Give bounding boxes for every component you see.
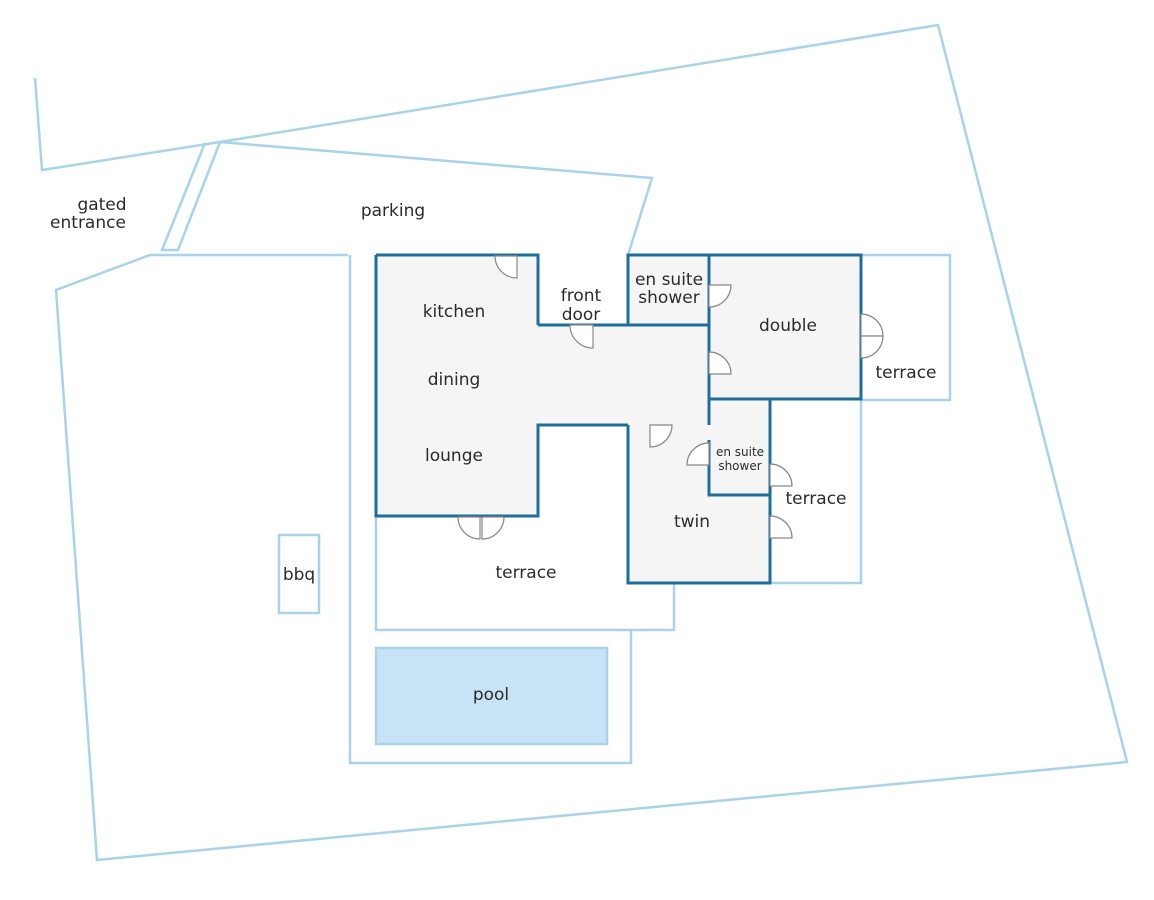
double-bedroom-door <box>708 351 732 375</box>
ensuite-2-door-2 <box>769 463 793 487</box>
parking-label: parking <box>361 201 425 221</box>
bbq-outline <box>277 533 321 615</box>
gated-label-line1: gated <box>77 195 126 215</box>
main-living-fill <box>376 256 709 516</box>
twin-door <box>649 424 673 448</box>
double-bedroom-fill <box>709 256 861 399</box>
lounge-terrace-door-right <box>481 516 505 540</box>
ensuite-1-label-line1: en suite <box>635 270 703 290</box>
main-living-walls <box>374 253 628 518</box>
twin-label: twin <box>674 512 710 532</box>
pool-rect <box>374 646 609 746</box>
ensuite-1-door <box>708 284 732 308</box>
ensuite-1-fill <box>628 256 709 325</box>
terrace-double-door-bottom <box>860 335 884 359</box>
terrace-south-label: terrace <box>495 563 556 583</box>
gated-label-line2: entrance <box>50 213 126 233</box>
ensuite-1-label-line2: shower <box>638 288 699 308</box>
ensuite-2-label-line2: shower <box>718 459 761 473</box>
lounge-label: lounge <box>425 446 483 466</box>
entrance-gate <box>160 141 222 252</box>
twin-bedroom-fill <box>628 400 770 583</box>
labels: gated entrance parking kitchen dining lo… <box>50 195 936 705</box>
kitchen-door <box>494 255 518 279</box>
ensuite-2-label-line1: en suite <box>716 445 764 459</box>
dining-label: dining <box>428 370 481 390</box>
plot-boundary <box>33 23 1129 862</box>
parking-outline <box>219 140 654 256</box>
double-label: double <box>759 316 817 336</box>
bbq-label: bbq <box>283 565 315 585</box>
doors <box>457 255 884 540</box>
twin-walls <box>626 399 772 585</box>
terrace-right-label: terrace <box>875 363 936 383</box>
walls <box>374 253 863 585</box>
terrace-east-label: terrace <box>785 489 846 509</box>
pool-area-outline <box>348 255 633 765</box>
south-terrace-outline <box>374 517 676 632</box>
twin-terrace-door <box>769 515 793 539</box>
room-fills <box>376 256 861 583</box>
lounge-terrace-door-left <box>457 516 481 540</box>
front-door-label-line1: front <box>561 286 602 306</box>
east-terrace-outline <box>770 400 863 585</box>
pool-label: pool <box>473 685 509 705</box>
site-outline <box>33 23 1129 862</box>
kitchen-label: kitchen <box>423 302 486 322</box>
front-door-label-line2: door <box>562 305 601 325</box>
terrace-double-door-top <box>860 313 884 337</box>
right-terrace-outline <box>861 253 952 402</box>
ensuite-2-door <box>686 442 710 466</box>
front-door <box>569 324 594 349</box>
